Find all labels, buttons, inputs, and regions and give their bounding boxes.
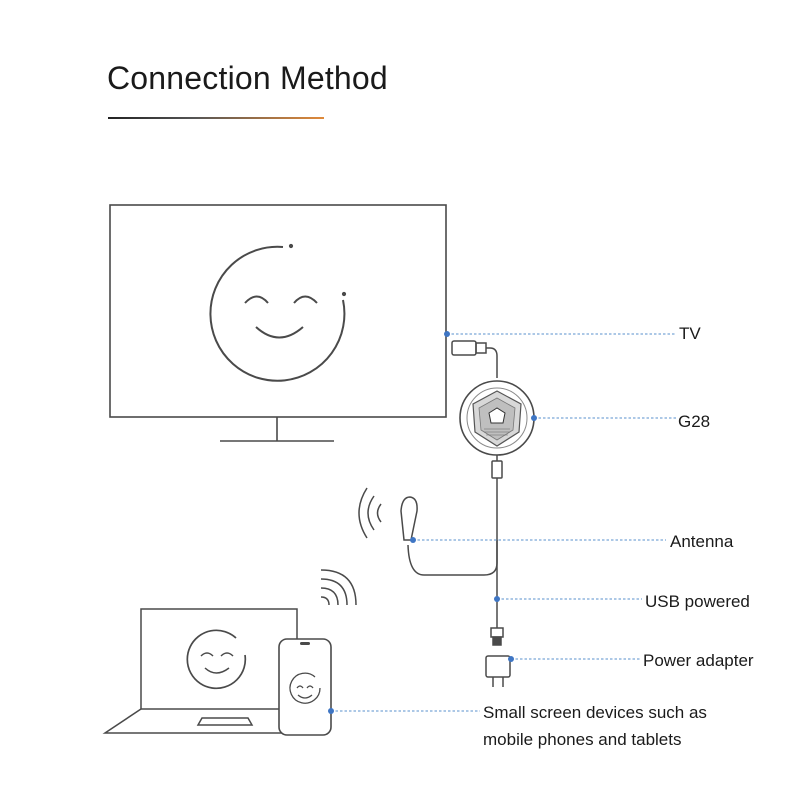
antenna-icon	[400, 496, 498, 576]
hdmi-connector	[451, 340, 498, 378]
smiley-face-icon	[209, 243, 347, 382]
tv-label: TV	[679, 324, 701, 343]
leader-lines	[331, 333, 676, 712]
laptop-smiley-icon	[186, 629, 247, 690]
tv-screen	[109, 204, 447, 418]
power-adapter-icon	[485, 655, 511, 687]
title-underline	[108, 117, 324, 119]
tv-illustration	[109, 204, 447, 442]
usb-powered-label: USB powered	[645, 592, 750, 611]
g28-label: G28	[678, 412, 711, 431]
antenna-label: Antenna	[670, 532, 734, 551]
leader-dots	[328, 331, 537, 714]
small-devices-label-line2: mobile phones and tablets	[483, 730, 682, 749]
laptop-wifi-icon	[320, 569, 357, 606]
small-devices-label: Small screen devices such as mobile phon…	[483, 699, 707, 753]
page-title: Connection Method	[107, 60, 388, 96]
wifi-signal-icon	[358, 487, 382, 539]
g28-device-icon	[459, 380, 535, 456]
phone-illustration	[278, 638, 332, 736]
phone-smiley-icon	[289, 672, 321, 704]
small-devices-label-line1: Small screen devices such as	[483, 703, 707, 722]
power-adapter-label: Power adapter	[643, 651, 754, 670]
